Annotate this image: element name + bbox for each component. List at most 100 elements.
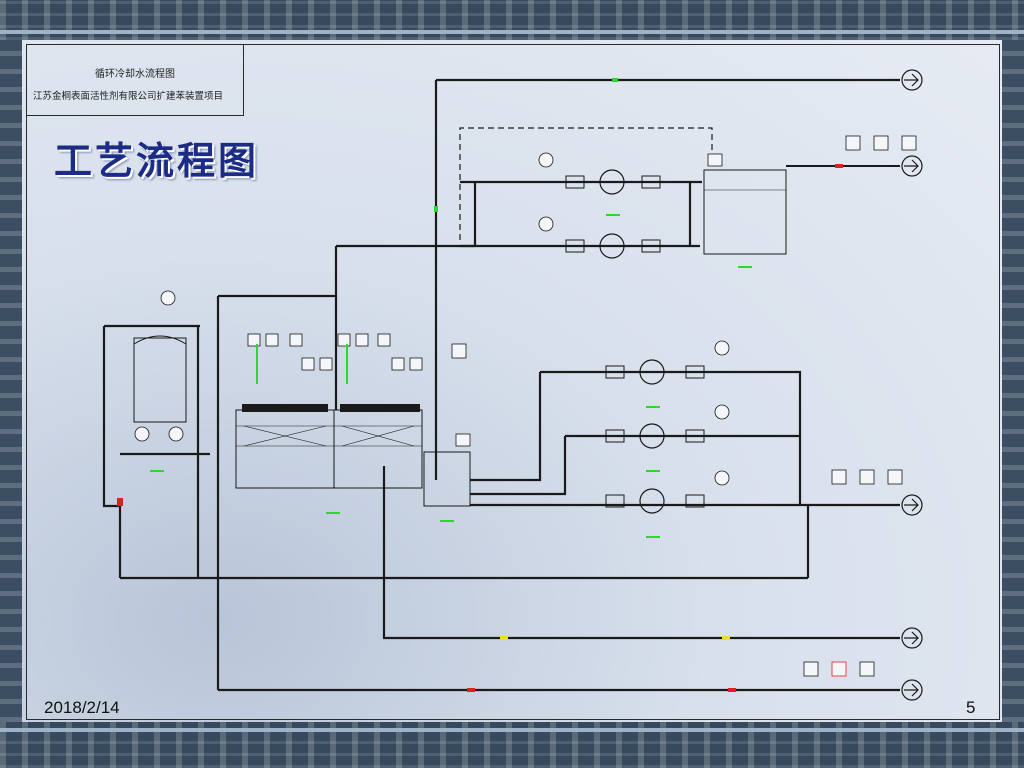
instrument-box bbox=[887, 469, 903, 485]
cooling-tower-fill bbox=[236, 425, 422, 447]
storage-tank-dome bbox=[133, 335, 187, 345]
strainer-icon bbox=[565, 175, 585, 189]
instrument-box bbox=[289, 333, 303, 347]
strainer-icon bbox=[641, 239, 661, 253]
outlet-arrow-icon bbox=[901, 679, 923, 701]
instrument-box bbox=[859, 661, 875, 677]
bottom-border-strip bbox=[0, 728, 1024, 732]
pipe-circ-1b bbox=[540, 370, 802, 505]
instrument-bubble bbox=[538, 216, 554, 232]
strainer-icon bbox=[685, 429, 705, 443]
instrument-boxes bbox=[247, 135, 917, 677]
instrument-bubble bbox=[168, 426, 184, 442]
pump-fittings bbox=[565, 175, 705, 508]
tag-underline-green bbox=[738, 266, 752, 268]
strainer-icon bbox=[641, 175, 661, 189]
strainer-icon bbox=[605, 429, 625, 443]
instrument-box bbox=[247, 333, 261, 347]
instrument-box bbox=[301, 357, 315, 371]
drawing-title: 循环冷却水流程图 bbox=[95, 69, 175, 80]
strainer-icon bbox=[565, 239, 585, 253]
instrument-tags bbox=[134, 152, 730, 486]
highlight-yellow bbox=[500, 636, 508, 640]
bottom-border-band bbox=[0, 722, 1024, 768]
tag-underline-green bbox=[646, 406, 660, 408]
arrow-glyph bbox=[904, 631, 919, 645]
instrument-box bbox=[377, 333, 391, 347]
pump-icon bbox=[639, 359, 665, 385]
tag-underline-green bbox=[646, 536, 660, 538]
instrument-box bbox=[707, 153, 723, 167]
control-signal-line bbox=[459, 127, 713, 240]
instrument-box bbox=[831, 469, 847, 485]
cooling-tower-body bbox=[235, 409, 423, 489]
tag-underline-green bbox=[606, 214, 620, 216]
sump-pit bbox=[423, 451, 471, 507]
instrument-bubble bbox=[538, 152, 554, 168]
highlight-red bbox=[728, 688, 736, 692]
tag-underline-green bbox=[646, 470, 660, 472]
right-border-band bbox=[1002, 40, 1024, 722]
flow-outlets bbox=[901, 69, 923, 701]
pump-icon bbox=[639, 488, 665, 514]
instrument-box bbox=[845, 135, 861, 151]
tower-fan-left bbox=[242, 404, 328, 412]
tag-underline-green bbox=[440, 520, 454, 522]
instrument-box bbox=[337, 333, 351, 347]
instrument-bubble bbox=[714, 404, 730, 420]
outlet-arrow-icon bbox=[901, 494, 923, 516]
storage-tank-left bbox=[133, 337, 187, 423]
pipe-circ-2 bbox=[470, 436, 567, 496]
project-name: 江苏金桐表面活性剂有限公司扩建苯装置项目 bbox=[33, 91, 224, 102]
outlet-arrow-icon bbox=[901, 69, 923, 91]
dashed-control-lines bbox=[459, 127, 713, 240]
instrument-box bbox=[355, 333, 369, 347]
highlight-red bbox=[835, 164, 843, 168]
instrument-box bbox=[455, 433, 471, 447]
highlight-yellow bbox=[722, 636, 730, 640]
outlet-arrow-icon bbox=[901, 155, 923, 177]
pump-icon bbox=[599, 233, 625, 259]
tower-fan-right bbox=[340, 404, 420, 412]
top-border-strip bbox=[0, 30, 1024, 34]
strainer-icon bbox=[605, 365, 625, 379]
slide-page-number: 5 bbox=[966, 698, 976, 717]
drawing-title-block: 循环冷却水流程图 江苏金桐表面活性剂有限公司扩建苯装置项目 bbox=[26, 44, 244, 116]
instrument-bubble bbox=[714, 340, 730, 356]
instrument-box bbox=[901, 135, 917, 151]
tower-fill-cross bbox=[341, 425, 415, 447]
water-tank-top bbox=[703, 169, 787, 255]
instrument-box bbox=[391, 357, 405, 371]
highlight-red bbox=[467, 688, 475, 692]
pump-icon bbox=[599, 169, 625, 195]
arrow-glyph bbox=[904, 683, 919, 697]
pipe-tank-left bbox=[102, 326, 122, 578]
highlight-green bbox=[434, 206, 438, 212]
instrument-box bbox=[859, 469, 875, 485]
highlight-green bbox=[612, 78, 618, 82]
tower-fill-cross bbox=[243, 425, 327, 447]
instrument-box bbox=[319, 357, 333, 371]
slide-title: 工艺流程图 bbox=[54, 138, 260, 183]
instrument-box bbox=[265, 333, 279, 347]
tag-underline-green bbox=[326, 512, 340, 514]
instrument-box bbox=[803, 661, 819, 677]
pump-icon bbox=[639, 423, 665, 449]
arrow-glyph bbox=[904, 73, 919, 87]
instrument-bubble bbox=[160, 290, 176, 306]
instrument-bubble bbox=[714, 470, 730, 486]
instrument-box-alarm bbox=[831, 661, 847, 677]
tag-underline-green bbox=[150, 470, 164, 472]
top-border-band bbox=[0, 0, 1024, 40]
strainer-icon bbox=[685, 365, 705, 379]
instrument-box bbox=[451, 343, 467, 359]
left-border-band bbox=[0, 40, 22, 722]
main-pipelines bbox=[102, 78, 900, 692]
instrument-box bbox=[873, 135, 889, 151]
highlight-red bbox=[117, 498, 123, 506]
strainer-icon bbox=[605, 494, 625, 508]
highlight-marks bbox=[117, 78, 843, 692]
arrow-glyph bbox=[904, 159, 919, 173]
outlet-arrow-icon bbox=[901, 627, 923, 649]
